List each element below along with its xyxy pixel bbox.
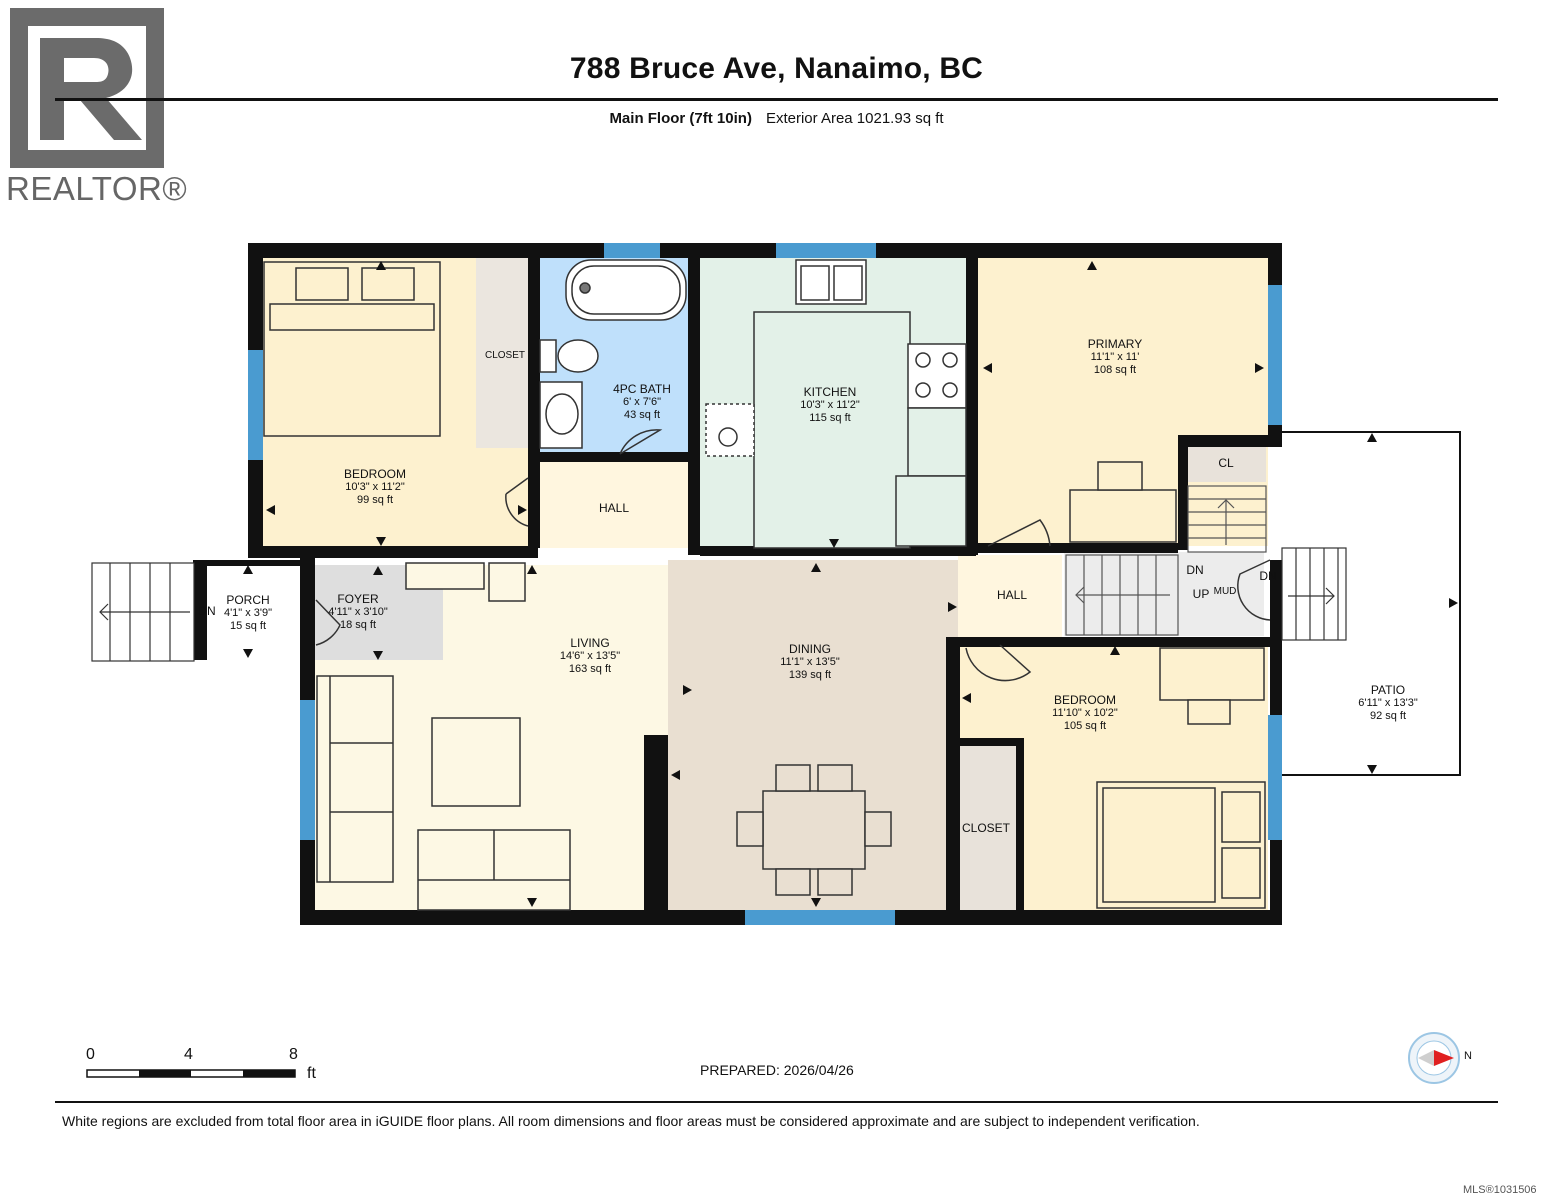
closet2-fill — [958, 740, 1018, 910]
scale-unit: ft — [307, 1065, 316, 1082]
room-area: 18 sq ft — [339, 619, 377, 631]
scale-label-0: 0 — [86, 1046, 95, 1063]
room-label-dining: DINING 11'1" x 13'5" 139 sq ft — [780, 643, 840, 682]
walls — [193, 243, 1282, 925]
room-label-bath: 4PC BATH 6' x 7'6" 43 sq ft — [613, 383, 671, 422]
dimension-arrows — [243, 261, 1458, 907]
room-label-bedroom2: BEDROOM 11'10" x 10'2" 105 sq ft — [1052, 694, 1118, 733]
stair-label-up: UP — [1192, 587, 1210, 601]
mls-number: MLS®1031506 — [1463, 1184, 1537, 1196]
room-name: 4PC BATH — [613, 382, 671, 396]
room-label-foyer: FOYER 4'11" x 3'10" 18 sq ft — [328, 593, 388, 632]
room-name: PRIMARY — [1087, 337, 1143, 351]
compass-north-label: N — [1464, 1050, 1472, 1062]
room-area: 105 sq ft — [1063, 720, 1107, 732]
prepared-date: PREPARED: 2026/04/26 — [700, 1062, 854, 1078]
stair-label-dn-patio: DN — [1259, 569, 1277, 583]
room-label-primary: PRIMARY 11'1" x 11' 108 sq ft — [1088, 338, 1142, 377]
room-dims: 10'3" x 11'2" — [345, 481, 405, 493]
windows — [248, 243, 1282, 925]
page-title: 788 Bruce Ave, Nanaimo, BC — [569, 52, 984, 85]
patio-outline — [1282, 431, 1461, 776]
compass-icon — [1408, 1032, 1460, 1084]
exterior-area: Exterior Area 1021.93 sq ft — [765, 110, 944, 127]
room-area: 108 sq ft — [1093, 364, 1137, 376]
room-dims: 14'6" x 13'5" — [559, 650, 621, 662]
footer-divider — [55, 1101, 1498, 1103]
hall1-fill — [540, 462, 688, 548]
disclaimer: White regions are excluded from total fl… — [62, 1113, 1200, 1129]
kitchen-fixtures — [705, 259, 967, 549]
room-dims: 6' x 7'6" — [622, 396, 662, 408]
room-dims: 4'11" x 3'10" — [328, 606, 388, 618]
room-dims: 11'1" x 11' — [1090, 351, 1140, 363]
room-area: 115 sq ft — [809, 412, 851, 424]
floor-label: Main Floor (7ft 10in) — [609, 110, 752, 127]
room-name: DINING — [788, 642, 831, 656]
stairs-fill — [1064, 552, 1264, 636]
room-label-cl: CL — [1218, 456, 1234, 470]
room-dims: 4'1" x 3'9" — [223, 607, 273, 619]
scale-label-4: 4 — [184, 1046, 193, 1063]
hall2-fill — [958, 555, 1062, 637]
room-label-hall2: HALL — [996, 588, 1028, 602]
cl-fill — [1186, 446, 1266, 482]
dining-set — [736, 764, 892, 896]
floor-plan — [91, 243, 1461, 925]
room-name: KITCHEN — [803, 385, 857, 399]
room-area: 92 sq ft — [1369, 710, 1407, 722]
bedroom1-bed — [263, 261, 441, 437]
inner-stairs — [1065, 485, 1267, 636]
room-label-bedroom1: BEDROOM 10'3" x 11'2" 99 sq ft — [344, 468, 406, 507]
title-divider — [55, 98, 1498, 101]
realtor-logo — [10, 8, 164, 168]
bedroom2-furniture — [1096, 647, 1266, 909]
room-area: 163 sq ft — [568, 663, 612, 675]
room-dims: 6'11" x 13'3" — [1358, 697, 1418, 709]
living-furniture — [316, 562, 571, 911]
room-label-kitchen: KITCHEN 10'3" x 11'2" 115 sq ft — [800, 386, 860, 425]
room-name: BEDROOM — [343, 467, 407, 481]
floor-info: Main Floor (7ft 10in) Exterior Area 1021.… — [0, 110, 1553, 127]
room-dims: 11'10" x 10'2" — [1052, 707, 1118, 719]
room-name: BEDROOM — [1053, 693, 1117, 707]
room-name: LIVING — [570, 636, 610, 650]
patio-stairs — [1281, 547, 1347, 641]
bath-fixtures — [539, 259, 687, 449]
realtor-logo-word: REALTOR® — [6, 170, 188, 207]
room-area: 139 sq ft — [788, 669, 832, 681]
scale-label-8: 8 — [289, 1046, 298, 1063]
doors — [315, 429, 1271, 682]
porch-stairs — [91, 562, 195, 662]
stair-label-dn: DN — [1186, 563, 1204, 577]
closet1-fill — [476, 258, 528, 448]
room-name: FOYER — [337, 592, 379, 606]
primary-desk — [1069, 461, 1177, 543]
room-label-porch: PORCH 4'1" x 3'9" 15 sq ft — [224, 594, 272, 633]
room-label-closet1: CLOSET — [484, 350, 526, 361]
room-dims: 10'3" x 11'2" — [800, 399, 860, 411]
room-area: 15 sq ft — [229, 620, 267, 632]
room-area: 99 sq ft — [356, 494, 394, 506]
room-label-patio: PATIO 6'11" x 13'3" 92 sq ft — [1358, 684, 1418, 723]
room-name: PORCH — [226, 593, 270, 607]
room-label-hall1: HALL — [598, 501, 630, 515]
scale-bar — [86, 1069, 296, 1078]
room-area: 43 sq ft — [623, 409, 661, 421]
room-dims: 11'1" x 13'5" — [780, 656, 840, 668]
stair-label-dn-porch: DN — [198, 604, 216, 618]
room-label-living: LIVING 14'6" x 13'5" 163 sq ft — [560, 637, 620, 676]
stair-label-mud: MUD — [1213, 586, 1237, 597]
room-name: PATIO — [1370, 683, 1406, 697]
room-label-closet2: CLOSET — [961, 821, 1011, 835]
